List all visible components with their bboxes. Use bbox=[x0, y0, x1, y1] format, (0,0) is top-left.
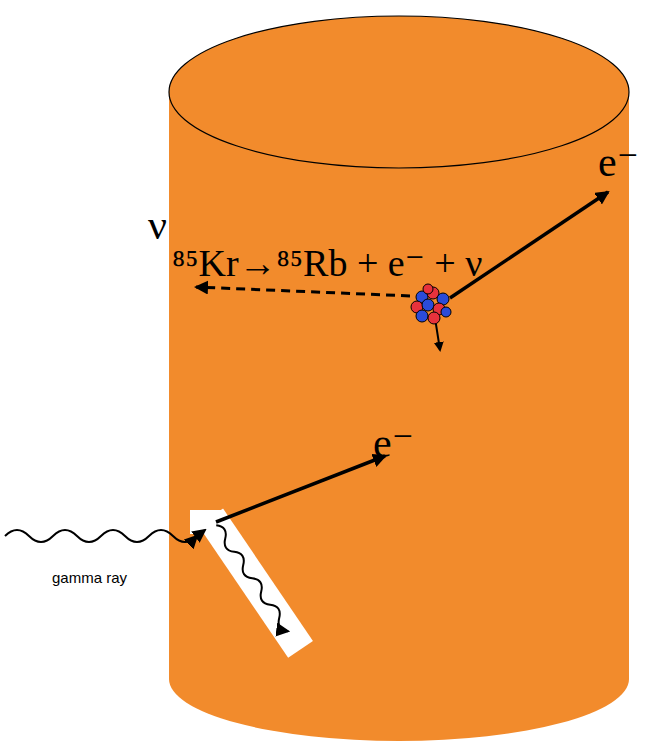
detector-cylinder: νe⁻⁸⁵Kr→⁸⁵Rb + e⁻ + νe⁻ bbox=[168, 15, 630, 743]
electron-symbol: e⁻ bbox=[373, 420, 414, 466]
gamma-ray-wave bbox=[5, 530, 197, 542]
electron-arrow bbox=[216, 456, 385, 522]
cylinder-shape bbox=[168, 15, 630, 743]
gamma-ray-label: gamma ray bbox=[52, 570, 127, 587]
gamma-arrowhead bbox=[197, 530, 205, 536]
neutrino-symbol: ν bbox=[148, 202, 167, 248]
decay-equation: ⁸⁵Kr→⁸⁵Rb + e⁻ + ν bbox=[172, 243, 482, 285]
scattered-gamma bbox=[198, 509, 313, 658]
neutrino-arrow bbox=[196, 287, 410, 296]
electron-symbol: e⁻ bbox=[598, 139, 639, 185]
nucleus bbox=[411, 284, 451, 324]
